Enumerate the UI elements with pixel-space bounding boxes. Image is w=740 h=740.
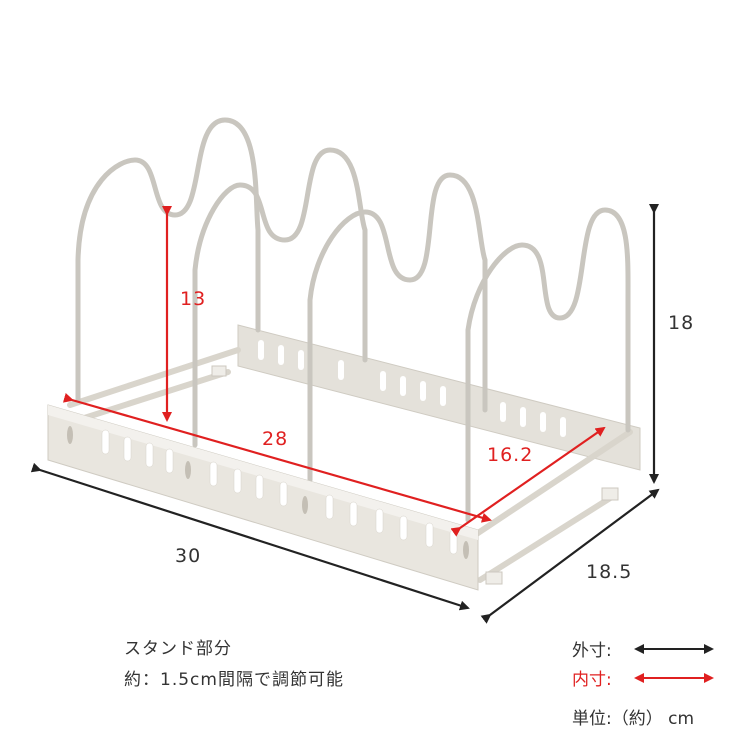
- inner-arrow-icon: [633, 672, 714, 683]
- back-rail: [237, 324, 641, 471]
- inner-height-label: 13: [180, 288, 207, 310]
- unit-label: 単位:（約） cm: [572, 709, 695, 729]
- wire-dividers: [75, 117, 631, 523]
- outer-width-label: 30: [175, 545, 202, 567]
- stand-note-detail: 約：1.5cm間隔で調節可能: [124, 670, 344, 690]
- inner-depth-arrow: [450, 426, 606, 537]
- outer-depth-arrow: [480, 488, 660, 624]
- legend-outer-label: 外寸:: [572, 641, 612, 661]
- inner-width-label: 28: [262, 428, 289, 450]
- inner-width-arrow: [62, 392, 492, 523]
- legend-inner-label: 内寸:: [572, 670, 612, 690]
- outer-depth-label: 18.5: [586, 561, 633, 583]
- outer-arrow-icon: [633, 643, 714, 654]
- stand-note-title: スタンド部分: [124, 639, 232, 659]
- inner-depth-label: 16.2: [487, 444, 534, 466]
- legend-unit: 単位:（約） cm: [572, 704, 694, 729]
- inner-dimension-arrows: [62, 206, 606, 537]
- legend-inner: 内寸:: [572, 665, 714, 690]
- outer-height-label: 18: [668, 312, 695, 334]
- legend-outer: 外寸:: [572, 636, 714, 661]
